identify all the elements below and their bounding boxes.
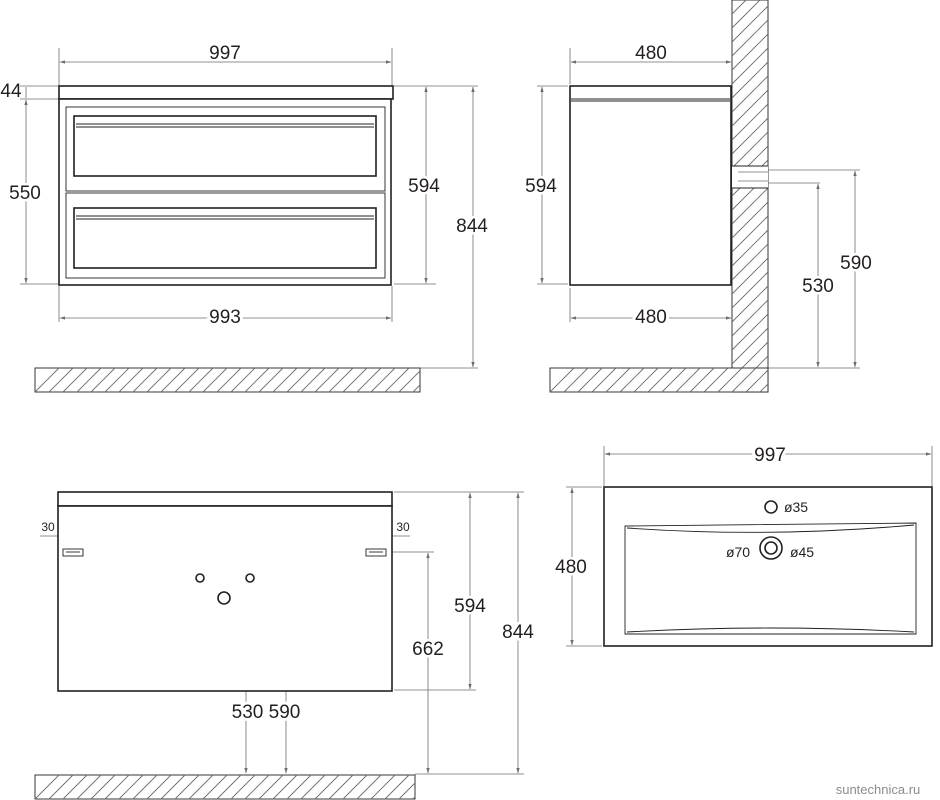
drain-inner [764,541,778,555]
dim-outlet-heights: 530 590 [232,702,301,723]
countertop [58,85,394,100]
basin-top-view: 997 480 ø35 ø70 ø45 [553,442,933,647]
drawer-bottom [65,192,386,279]
dim-top-thickness: 44 [0,81,22,102]
dim-edge-left-outer: 30 [41,520,55,534]
dim-edge-right-outer: 30 [396,520,410,534]
dim-width-top: 997 [209,43,241,64]
floor-hatch [34,774,416,800]
dim-depth-top: 480 [635,43,667,64]
watermark: suntechnica.ru [836,782,921,797]
dim-side-height: 594 [525,176,557,197]
floor-hatch [34,367,421,393]
mounting-hole [245,573,255,583]
dim-depth-bottom: 480 [635,307,667,328]
basin-outline [603,486,933,647]
tap-hole [764,500,778,514]
tap-hole-diameter: ø35 [784,499,808,515]
dim-outlet-low: 530 [802,276,834,297]
floor-hatch [549,367,769,393]
dim-height-with-top: 594 [408,176,440,197]
drain-outer-diameter: ø70 [726,544,750,560]
drawer-front [73,115,377,177]
basin-bowl [624,522,917,635]
dim-width-bottom: 993 [209,307,241,328]
cabinet-side [569,85,732,286]
dim-rear-height: 594 [454,596,486,617]
front-view: 997 44 550 594 844 993 [0,43,491,393]
dim-cabinet-height: 550 [9,183,41,204]
dim-mount-height: 662 [412,639,444,660]
dim-outlet-high: 590 [840,253,872,274]
drain-hole [217,591,231,605]
wall-bracket [62,548,84,557]
drain-inner-diameter: ø45 [790,544,814,560]
dim-total-height: 844 [456,216,488,237]
dim-basin-depth: 480 [555,557,587,578]
dim-rear-total: 844 [502,622,534,643]
rear-view: 30 35 35 30 150 594 844 662 530 590 [34,491,537,800]
countertop [57,491,393,507]
dim-basin-width: 997 [754,445,786,466]
side-view: 480 594 480 590 530 [523,0,874,393]
mounting-hole [195,573,205,583]
drawer-front [73,207,377,269]
drawer-top [65,106,386,192]
wall-hatch [731,0,769,393]
wall-bracket [365,548,387,557]
